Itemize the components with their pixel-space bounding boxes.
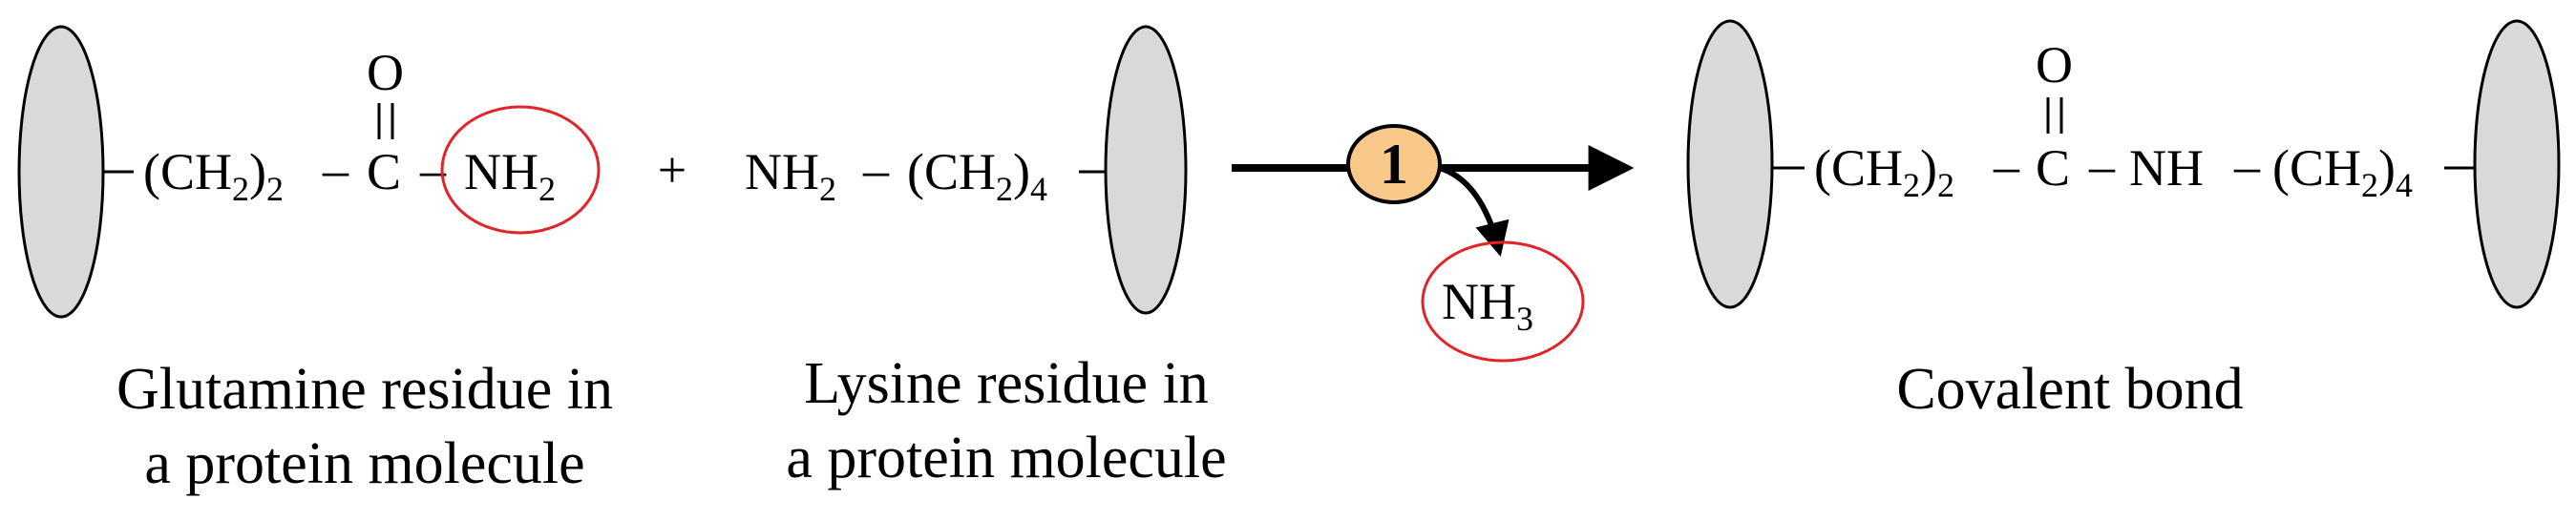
reactant1-carbon: C bbox=[367, 143, 401, 200]
reactant1-caption-line-1: Glutamine residue in bbox=[116, 357, 613, 422]
step-badge bbox=[1346, 124, 1442, 204]
reactant2-caption-line-1: Lysine residue in bbox=[804, 351, 1209, 416]
byproduct-nh3: NH3 bbox=[1442, 273, 1533, 338]
product-dash-1: – bbox=[1993, 137, 2020, 195]
product-carbon: C bbox=[2036, 139, 2070, 197]
reactant2-caption-line-2: a protein molecule bbox=[786, 426, 1226, 490]
reactant1-dash-1: – bbox=[322, 141, 349, 198]
reactant2-dash: – bbox=[862, 141, 890, 198]
reactant1-nh2-group: NH2 bbox=[464, 143, 556, 208]
reactant1-ch2-group: (CH2)2 bbox=[143, 143, 284, 208]
protein-blob-glutamine bbox=[17, 25, 105, 319]
reactant2-nh2-group: NH2 bbox=[745, 143, 836, 208]
protein-blob-product-left bbox=[1686, 19, 1774, 309]
product-ch2-right-group: (CH2)4 bbox=[2272, 139, 2413, 204]
protein-blob-lysine bbox=[1104, 25, 1188, 315]
byproduct-release-arrow bbox=[1438, 165, 1510, 257]
product-nh-group: NH bbox=[2129, 139, 2204, 197]
product-caption: Covalent bond bbox=[1896, 357, 2243, 422]
step-number: 1 bbox=[1380, 133, 1408, 196]
plus-sign: + bbox=[658, 141, 686, 198]
product-dash-3: – bbox=[2233, 137, 2261, 195]
product-ch2-left-group: (CH2)2 bbox=[1814, 139, 1954, 204]
reactant2-ch2-group: (CH2)4 bbox=[907, 143, 1047, 208]
product-oxygen: O bbox=[2036, 36, 2073, 94]
protein-blob-product-right bbox=[2473, 19, 2561, 309]
reactant1-caption-line-2: a protein molecule bbox=[144, 431, 584, 496]
reactant1-oxygen: O bbox=[367, 44, 404, 101]
nh3-highlight-circle bbox=[1421, 240, 1585, 363]
product-dash-2: – bbox=[2088, 137, 2116, 195]
nh2-highlight-circle bbox=[440, 105, 601, 235]
